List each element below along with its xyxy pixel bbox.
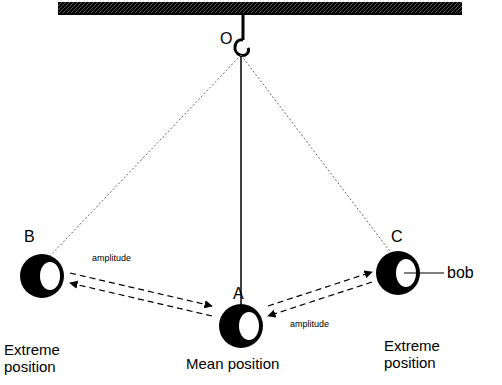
- point-label: C: [391, 228, 411, 246]
- ceiling-edge: [58, 13, 462, 15]
- position-label: Extreme position: [4, 342, 84, 375]
- string-dotted: [241, 55, 392, 254]
- position-label: Extreme position: [384, 338, 464, 371]
- hook: [235, 40, 249, 56]
- bob-b: [20, 254, 64, 298]
- bob-a: [219, 304, 263, 348]
- amplitude-label: amplitude: [290, 320, 350, 330]
- string: [240, 55, 242, 305]
- amplitude-label: amplitude: [92, 254, 152, 264]
- position-label: Mean position: [186, 356, 306, 373]
- amplitude-arrow: [70, 273, 212, 306]
- string-dotted: [48, 55, 241, 258]
- hook-rod: [242, 14, 245, 40]
- amplitude-arrow: [70, 283, 212, 316]
- ceiling: [58, 2, 462, 14]
- pivot-label: O: [220, 30, 240, 48]
- amplitude-arrow: [268, 272, 372, 306]
- leader-line: [404, 272, 444, 273]
- point-label: A: [233, 285, 253, 303]
- point-label: B: [24, 228, 44, 246]
- part-label: bob: [447, 264, 487, 282]
- amplitude-arrow: [268, 282, 372, 316]
